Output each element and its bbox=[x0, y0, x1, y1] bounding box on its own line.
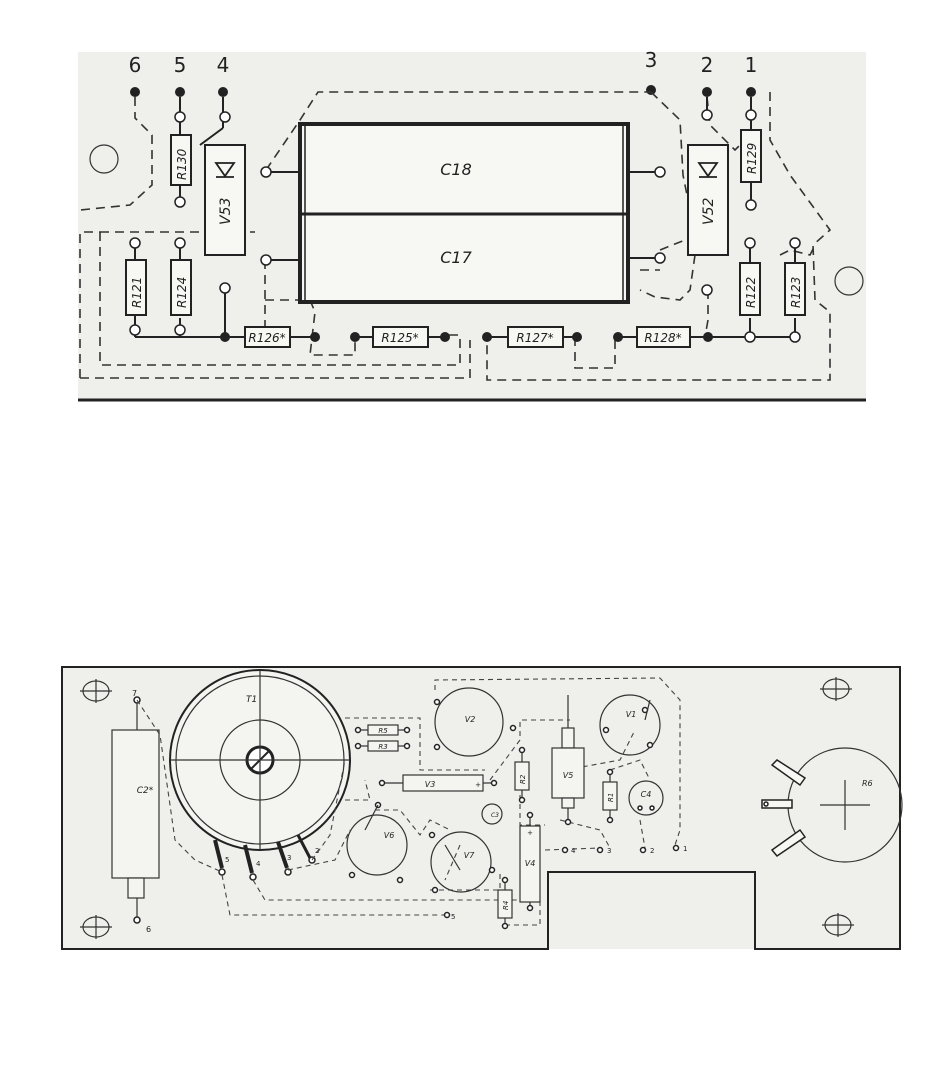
terminal-label-1: 1 bbox=[745, 53, 758, 77]
terminal-label-2: 2 bbox=[650, 847, 654, 855]
transistor-v1-label: V1 bbox=[626, 710, 637, 719]
resistor-r125: R125* bbox=[372, 326, 429, 348]
resistor-r1-label: R1 bbox=[607, 793, 615, 802]
capacitor-c17-label: C17 bbox=[440, 248, 472, 267]
resistor-r4-label: R4 bbox=[502, 901, 510, 910]
mounting-hole-right bbox=[834, 266, 864, 296]
resistor-r130: R130 bbox=[170, 117, 192, 198]
resistor-r129-label: R129 bbox=[745, 143, 759, 174]
terminal-dot-5 bbox=[175, 87, 185, 97]
capacitor-c3: C3 bbox=[481, 803, 503, 825]
terminal-label-4: 4 bbox=[571, 847, 576, 855]
component-v5-label: V5 bbox=[563, 771, 574, 780]
resistor-r130-label: R130 bbox=[175, 148, 189, 180]
resistor-r128: R128* bbox=[636, 326, 691, 348]
transformer-pin-5: 5 bbox=[225, 856, 229, 864]
transistor-v2: V2 bbox=[433, 687, 517, 757]
capacitor-c2-label: C2* bbox=[137, 786, 154, 796]
terminal-label-2: 2 bbox=[701, 53, 714, 77]
diode-v52: V52 bbox=[687, 144, 729, 256]
transformer-pin-2: 2 bbox=[315, 847, 319, 855]
resistor-r128-label: R128* bbox=[644, 331, 681, 345]
bottom-mounting-holes bbox=[80, 677, 854, 939]
capacitor-c3-label: C3 bbox=[491, 812, 499, 819]
resistor-r2: R2 bbox=[514, 746, 530, 804]
svg-text:+: + bbox=[527, 829, 533, 837]
resistor-r3: R3 bbox=[354, 740, 411, 752]
terminal-dot-3 bbox=[646, 85, 656, 95]
resistor-r126: R126* bbox=[244, 326, 291, 348]
top-open-pads bbox=[129, 109, 801, 343]
svg-text:+: + bbox=[475, 781, 481, 789]
resistor-r123-label: R123 bbox=[789, 277, 803, 308]
transformer-leads: 5 4 3 2 bbox=[213, 834, 319, 881]
diode-v3: V3 + bbox=[378, 774, 498, 792]
terminal-label-3: 3 bbox=[607, 847, 611, 855]
terminal-label-6: 6 bbox=[129, 53, 142, 77]
resistor-r2-label: R2 bbox=[519, 774, 527, 784]
resistor-r127-label: R127* bbox=[516, 331, 553, 345]
transformer-t1: T1 bbox=[169, 669, 351, 851]
resistor-r5-label: R5 bbox=[378, 727, 388, 735]
top-filled-pads bbox=[220, 332, 713, 342]
resistor-r3-label: R3 bbox=[378, 743, 387, 751]
capacitor-c18-label: C18 bbox=[440, 160, 472, 179]
terminal-dot-2 bbox=[702, 87, 712, 97]
diode-v53-label: V53 bbox=[218, 198, 234, 225]
resistor-r125-label: R125* bbox=[381, 331, 418, 345]
bottom-circuit-board: C2* 7 6 T1 5 4 3 2 bbox=[61, 666, 903, 950]
transistor-v2-label: V2 bbox=[465, 715, 476, 724]
resistor-r121-label: R121 bbox=[130, 277, 144, 308]
resistor-r126-label: R126* bbox=[248, 331, 285, 345]
transistor-v7-label: V7 bbox=[464, 851, 475, 860]
transistor-v6: V6 bbox=[346, 801, 408, 884]
resistor-r5: R5 bbox=[354, 724, 411, 736]
pin-label-7: 7 bbox=[132, 689, 137, 698]
component-v5: V5 bbox=[551, 695, 585, 826]
capacitor-c4-label: C4 bbox=[641, 790, 652, 799]
resistor-r124: R124 bbox=[170, 243, 192, 316]
diode-v3-label: V3 bbox=[425, 780, 436, 789]
transistor-v6-label: V6 bbox=[384, 831, 395, 840]
terminal-label-3: 3 bbox=[645, 48, 658, 72]
terminal-dot-4 bbox=[218, 87, 228, 97]
diode-v53: V53 bbox=[204, 144, 246, 256]
resistor-r123: R123 bbox=[784, 245, 806, 316]
terminal-dot-1 bbox=[746, 87, 756, 97]
transformer-pin-3: 3 bbox=[287, 854, 291, 862]
terminal-label-1: 1 bbox=[683, 845, 687, 853]
resistor-r122-label: R122 bbox=[744, 277, 758, 308]
pin-label-6: 6 bbox=[146, 925, 151, 934]
transformer-t1-label: T1 bbox=[246, 695, 257, 705]
bottom-terminal-pads: 5 4 3 2 1 bbox=[443, 844, 687, 921]
transistor-v7: V7 bbox=[428, 831, 496, 894]
diode-symbol-icon bbox=[214, 162, 236, 178]
resistor-r1: R1 bbox=[602, 768, 618, 824]
capacitor-c2: C2* 7 6 bbox=[111, 689, 160, 934]
terminal-label-5: 5 bbox=[451, 913, 455, 921]
potentiometer-r6-label: R6 bbox=[862, 779, 873, 788]
terminal-dot-6 bbox=[130, 87, 140, 97]
diode-symbol-icon bbox=[697, 162, 719, 178]
capacitor-block: C18 C17 bbox=[298, 122, 630, 304]
diode-v4: V4 + bbox=[519, 811, 541, 912]
top-circuit-board: 6 5 4 3 2 1 bbox=[78, 48, 866, 402]
resistor-r121: R121 bbox=[125, 243, 147, 325]
terminal-label-5: 5 bbox=[174, 53, 187, 77]
resistor-r122: R122 bbox=[739, 245, 761, 316]
resistor-r124-label: R124 bbox=[175, 277, 189, 308]
transformer-pin-4: 4 bbox=[256, 860, 261, 868]
mounting-hole-left bbox=[89, 144, 119, 174]
resistor-r4: R4 bbox=[497, 876, 513, 930]
capacitor-c4: C4 bbox=[628, 780, 664, 816]
diode-v4-label: V4 bbox=[525, 859, 536, 868]
transistor-v1: V1 bbox=[599, 694, 661, 756]
terminal-label-4: 4 bbox=[217, 53, 230, 77]
resistor-r127: R127* bbox=[507, 326, 564, 348]
diode-v52-label: V52 bbox=[701, 198, 717, 225]
potentiometer-r6: R6 bbox=[761, 747, 903, 863]
